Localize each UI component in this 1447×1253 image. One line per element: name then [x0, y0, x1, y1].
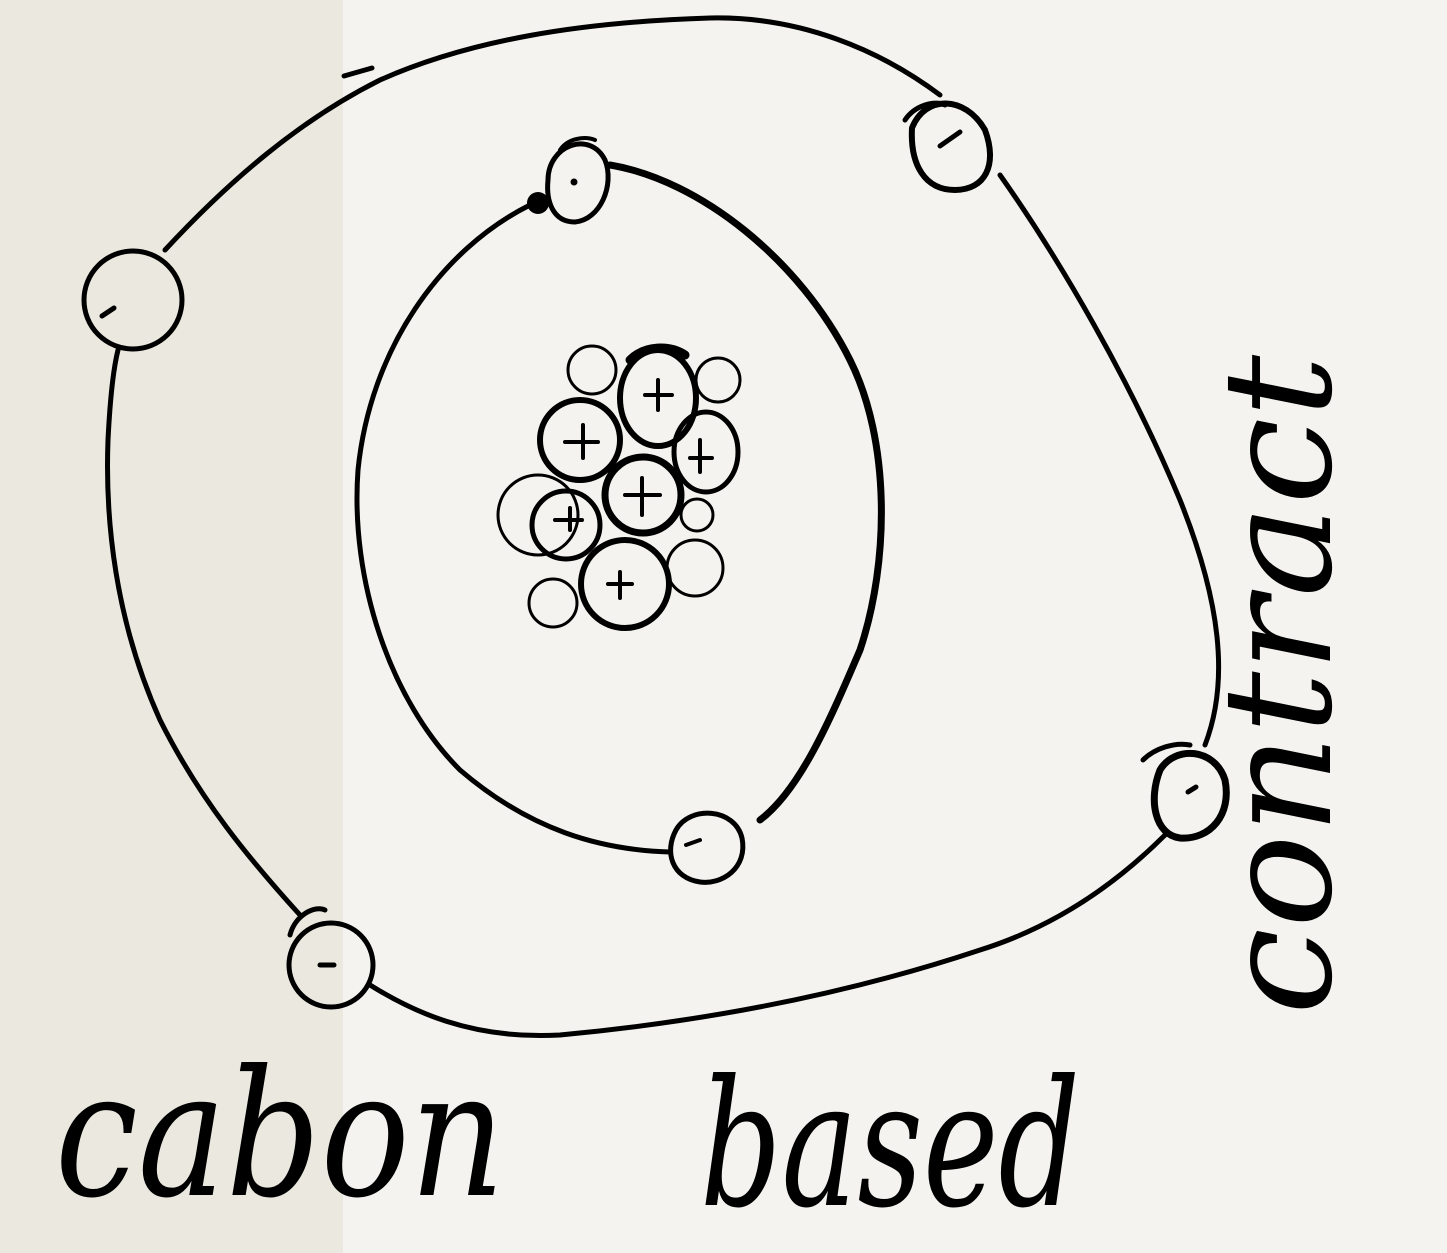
proton [674, 412, 738, 492]
proton [581, 540, 669, 628]
outer-shell [1000, 175, 1219, 745]
neutron [696, 358, 740, 402]
neutron [529, 579, 577, 627]
outer-shell [108, 350, 300, 915]
proton [540, 400, 620, 480]
label-cabon: cabon [55, 1034, 505, 1237]
nucleus [498, 346, 740, 628]
proton [532, 491, 600, 559]
shell-tick-mark [344, 68, 372, 76]
electron [84, 251, 182, 349]
neutron [568, 346, 616, 394]
electron [289, 909, 373, 1007]
outer-shell [165, 18, 940, 250]
electron [671, 813, 743, 882]
proton [605, 457, 681, 533]
electron [548, 138, 608, 222]
neutron [681, 499, 713, 531]
neutron [667, 540, 723, 596]
label-based: based [700, 1044, 1080, 1247]
proton [620, 348, 696, 446]
outer-shell [370, 835, 1165, 1036]
inner-shell [610, 165, 881, 820]
electron [905, 103, 990, 190]
label-contract: contract [1192, 354, 1366, 1015]
